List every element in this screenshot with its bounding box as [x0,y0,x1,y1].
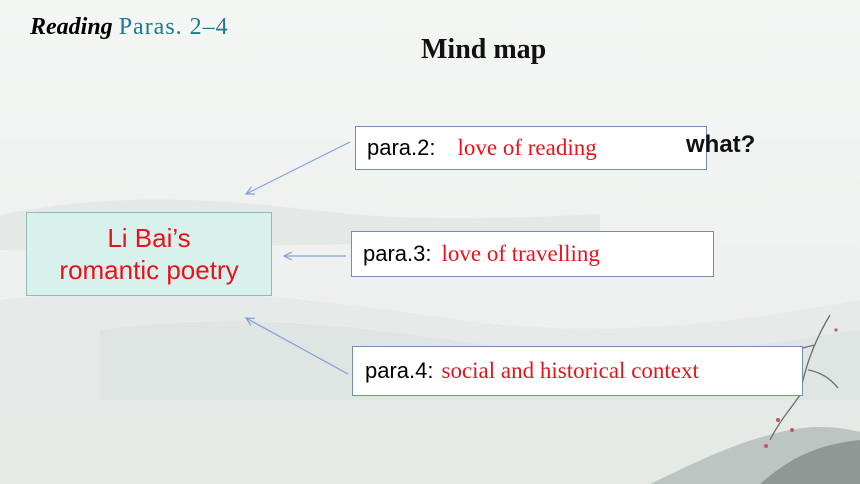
center-node-line2: romantic poetry [59,255,239,285]
slide-header: Reading Paras. 2–4 [30,14,229,41]
branch-para3: para.3: love of travelling [351,231,714,277]
branch-para4-label: para.4: [365,358,434,383]
branch-para4-answer: social and historical context [441,358,699,383]
question-text: what? [686,131,756,158]
branch-para4: para.4: social and historical context [352,346,803,396]
branch-para3-label: para.3: [363,241,432,266]
center-node: Li Bai’s romantic poetry [26,212,272,296]
branch-para2-answer: love of reading [457,135,597,160]
branch-para2-label: para.2: [367,135,436,160]
center-node-line1: Li Bai’s [107,223,191,253]
branch-para3-answer: love of travelling [441,241,600,266]
reading-label: Reading [30,14,113,40]
arrow-para4 [246,318,349,375]
branch-para2: para.2: love of reading [355,126,707,170]
paras-label: Paras. 2–4 [118,14,229,40]
arrow-para2 [246,141,351,194]
diagram-title: Mind map [421,34,547,65]
